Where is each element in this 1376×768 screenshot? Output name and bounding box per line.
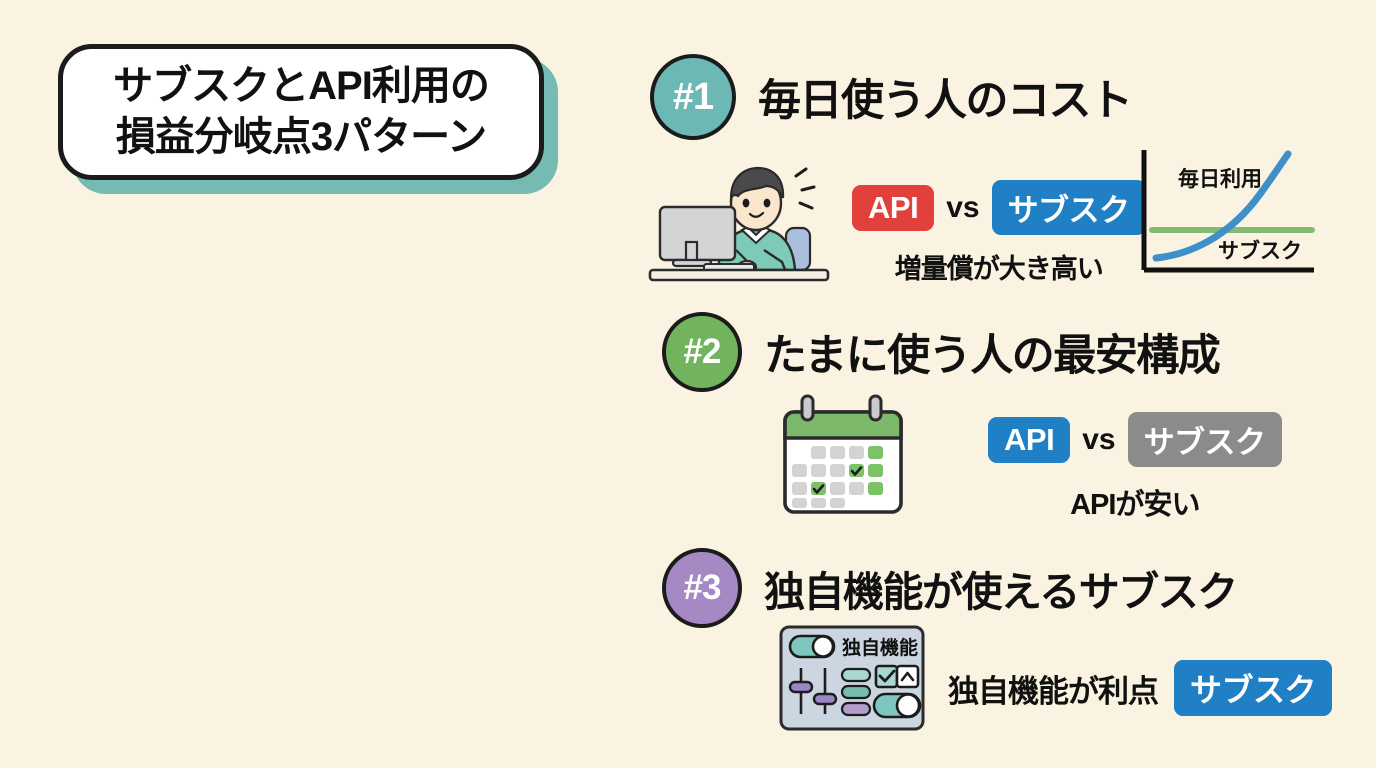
section-1-heading: 毎日使う人のコスト [758, 77, 1133, 125]
section-2-vs-label: vs [1082, 422, 1116, 456]
title-line-1: サブスクとAPI利用の [113, 63, 490, 108]
section-1-vs-label: vs [946, 190, 980, 224]
settings-panel-label: 独自機能 [842, 636, 918, 659]
section-2-number-badge: #2 [662, 312, 742, 392]
section-2-heading: たまに使う人の最安構成 [764, 332, 1221, 380]
title-block: サブスクとAPI利用の 損益分岐点3パターン [58, 44, 558, 194]
calendar-icon [783, 394, 903, 514]
section-2-compare: API vs サブスク APIが安い [988, 412, 1282, 523]
section-3-right-badge: サブスク [1174, 660, 1333, 716]
person-at-computer-icon [648, 166, 830, 282]
cost-comparison-chart: 毎日利用 サブスク [1141, 150, 1315, 273]
settings-panel-icon: 独自機能 [779, 625, 925, 731]
section-3: #3 独自機能が使えるサブスク [662, 548, 1238, 628]
section-2: #2 たまに使う人の最安構成 [662, 312, 1221, 392]
section-2-header: #2 たまに使う人の最安構成 [662, 312, 1221, 392]
section-1-left-badge: API [852, 184, 935, 231]
title-box: サブスクとAPI利用の 損益分岐点3パターン [58, 44, 544, 180]
section-3-compare: 独自機能が利点 サブスク [948, 660, 1333, 716]
section-2-caption: APIが安い [1070, 489, 1200, 521]
section-3-caption: 独自機能が利点 [948, 673, 1159, 709]
section-1-right-badge: サブスク [991, 180, 1146, 235]
section-2-right-badge: サブスク [1127, 412, 1282, 467]
chart-curve-label: 毎日利用 [1178, 167, 1262, 191]
section-2-badge-row: API vs サブスク [988, 412, 1282, 467]
section-1-badge-row: API vs サブスク [852, 180, 1146, 235]
section-1: #1 毎日使う人のコスト [650, 54, 1133, 140]
title-line-2: 損益分岐点3パターン [115, 115, 487, 159]
section-1-header: #1 毎日使う人のコスト [650, 54, 1133, 140]
section-3-header: #3 独自機能が使えるサブスク [662, 548, 1238, 628]
chart-flat-label: サブスク [1218, 239, 1302, 263]
section-1-caption: 増量償が大き高い [894, 254, 1104, 284]
section-1-number-badge: #1 [650, 54, 736, 140]
section-3-number-badge: #3 [662, 548, 742, 628]
section-3-heading: 独自機能が使えるサブスク [764, 569, 1238, 615]
section-1-compare: API vs サブスク 増量償が大き高い [852, 180, 1146, 286]
section-2-left-badge: API [988, 416, 1071, 463]
